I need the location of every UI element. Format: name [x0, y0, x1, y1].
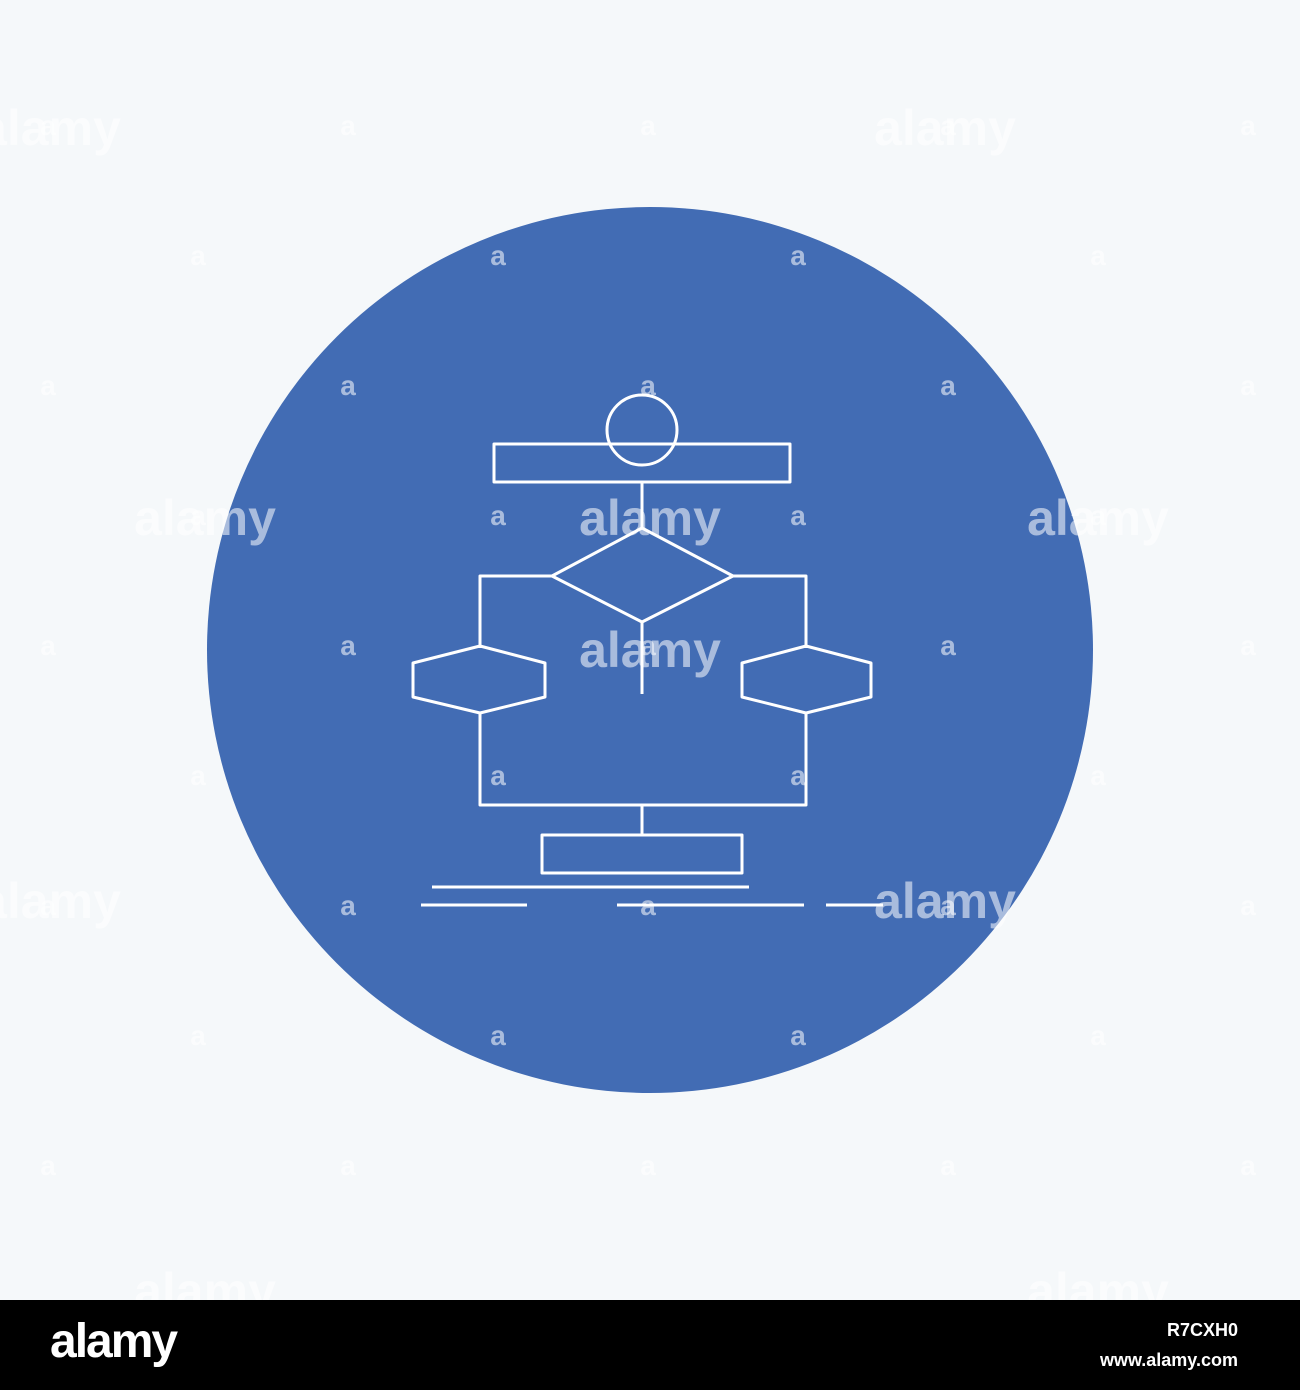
- watermark-mark: a: [190, 240, 206, 271]
- watermark-mark: a: [1240, 370, 1256, 401]
- watermark-mark: a: [190, 760, 206, 791]
- watermark-mark: a: [790, 240, 806, 271]
- watermark-mark: a: [640, 890, 656, 921]
- watermark-text: alamy: [1027, 1263, 1169, 1300]
- site-url: www.alamy.com: [1099, 1350, 1238, 1370]
- watermark-mark: a: [940, 1150, 956, 1181]
- watermark-mark: a: [340, 370, 356, 401]
- watermark-mark: a: [790, 760, 806, 791]
- watermark-mark: a: [340, 890, 356, 921]
- watermark-layer: alamy alamy alamy alamy alamy alamy alamy alamy…: [0, 100, 1256, 1319]
- footer-bar: alamy R7CXH0 www.alamy.com: [0, 1300, 1300, 1390]
- watermark-mark: a: [1090, 760, 1106, 791]
- watermark-mark: a: [1090, 1020, 1106, 1051]
- alamy-logo: alamy: [50, 1315, 178, 1368]
- bottom-process-box: [540, 833, 744, 875]
- watermark-mark: a: [490, 500, 506, 531]
- watermark-text: alamy: [874, 100, 1016, 156]
- watermark-mark: a: [640, 110, 656, 141]
- watermark-mark: a: [1090, 240, 1106, 271]
- watermark-mark: a: [40, 370, 56, 401]
- watermark-mark: a: [640, 370, 656, 401]
- watermark-mark: a: [40, 1150, 56, 1181]
- watermark-mark: a: [40, 110, 56, 141]
- watermark-text: alamy: [1027, 490, 1169, 546]
- watermark-mark: a: [490, 240, 506, 271]
- watermark-mark: a: [490, 1020, 506, 1051]
- algorithm-flowchart-icon: [411, 393, 883, 907]
- right-hexagon: [740, 644, 873, 715]
- watermark-mark: a: [190, 1020, 206, 1051]
- watermark-text: alamy: [0, 100, 121, 156]
- watermark-mark: a: [940, 630, 956, 661]
- left-hexagon: [411, 644, 547, 715]
- image-stage: alamy alamy alamy alamy alamy alamy alamy alamy…: [0, 100, 1256, 1319]
- watermark-text: alamy: [579, 622, 721, 678]
- watermark-text: alamy: [134, 1263, 276, 1300]
- watermark-mark: a: [340, 630, 356, 661]
- watermark-mark: a: [190, 500, 206, 531]
- flowchart-artwork: alamy alamy alamy alamy alamy alamy alamy alamy…: [0, 100, 1256, 1319]
- watermark-mark: a: [490, 760, 506, 791]
- watermark-mark: a: [790, 500, 806, 531]
- watermark-mark: a: [1240, 1150, 1256, 1181]
- watermark-text: alamy: [0, 873, 121, 929]
- watermark-mark: a: [940, 110, 956, 141]
- watermark-mark: a: [340, 110, 356, 141]
- watermark-mark: a: [340, 1150, 356, 1181]
- watermark-mark: a: [1090, 500, 1106, 531]
- watermark-mark: a: [940, 370, 956, 401]
- watermark-mark: a: [1240, 110, 1256, 141]
- watermark-mark: a: [40, 890, 56, 921]
- watermark-text: alamy: [874, 873, 1016, 929]
- watermark-mark: a: [1240, 630, 1256, 661]
- connector-left-branch: [478, 574, 552, 648]
- connector-right-branch: [733, 574, 808, 648]
- watermark-text: alamy: [579, 490, 721, 546]
- watermark-mark: a: [790, 1020, 806, 1051]
- watermark-mark: a: [940, 890, 956, 921]
- blue-circle: [207, 207, 1093, 1093]
- watermark-mark: a: [640, 630, 656, 661]
- watermark-mark: a: [1240, 890, 1256, 921]
- image-id: R7CXH0: [1166, 1320, 1238, 1340]
- watermark-mark: a: [640, 1150, 656, 1181]
- start-node-circle: [605, 393, 679, 467]
- watermark-mark: a: [40, 630, 56, 661]
- watermark-text: alamy: [134, 490, 276, 546]
